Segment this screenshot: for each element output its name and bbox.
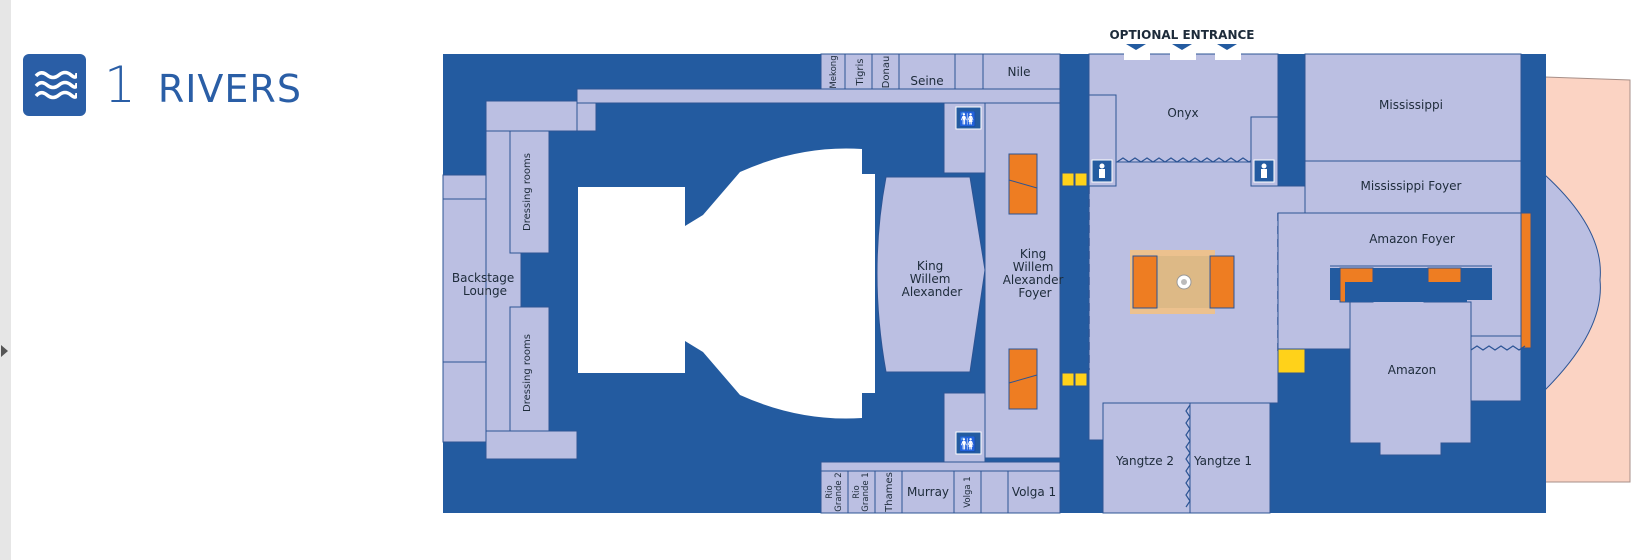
label-dressing-rooms-bottom: Dressing rooms: [522, 334, 533, 412]
deck-number: 1: [104, 56, 136, 114]
waves-icon: [23, 54, 86, 116]
elevator-icon: [1061, 172, 1306, 387]
expand-arrow-icon[interactable]: [1, 345, 8, 357]
label-dressing-rooms-top: Dressing rooms: [522, 153, 533, 231]
label-kwa: King Willem Alexander: [902, 259, 963, 299]
label-amazon: Amazon: [1388, 363, 1437, 377]
label-rio-grande-1-line1: Rio: [852, 485, 862, 498]
deck-title: RIVERS: [157, 67, 302, 111]
optional-entrance-label: OPTIONAL ENTRANCE: [1109, 28, 1254, 42]
room-rio-grande-1[interactable]: [847, 470, 876, 514]
restroom-icon: 🚻 🚻: [955, 106, 982, 455]
entrance-markers: [1124, 44, 1241, 60]
room-yangtze-1[interactable]: [1189, 402, 1271, 514]
svg-text:🚻: 🚻: [959, 436, 976, 453]
label-amazon-foyer: Amazon Foyer: [1369, 232, 1455, 246]
label-thames: Thames: [884, 472, 895, 513]
label-yangtze-1: Yangtze 1: [1193, 454, 1252, 468]
label-nile: Nile: [1007, 65, 1030, 79]
sidebar-strip: [0, 0, 11, 560]
label-mekong: Mekong: [829, 55, 839, 88]
room-mississippi[interactable]: [1304, 53, 1522, 162]
room-donau[interactable]: [871, 53, 900, 90]
room-seine[interactable]: [898, 53, 956, 90]
room-volga-1[interactable]: [1007, 470, 1061, 514]
label-mississippi: Mississippi: [1379, 98, 1443, 112]
label-volga-1: Volga 1: [1012, 485, 1056, 499]
label-seine: Seine: [910, 74, 943, 88]
label-volga-1-small: Volga 1: [963, 476, 973, 507]
person-icon: [1091, 159, 1275, 183]
room-tigris[interactable]: [844, 53, 873, 90]
label-kwa-foyer: King Willem Alexander Foyer: [1003, 247, 1068, 300]
label-rio-grande-1-line2: Grande 1: [861, 472, 871, 511]
stage: [578, 148, 875, 419]
king-willem-alexander-theatre[interactable]: [876, 176, 986, 373]
label-backstage-lounge: Backstage Lounge: [452, 271, 518, 298]
label-rio-grande-2-line1: Rio: [825, 485, 835, 498]
label-donau: Donau: [881, 56, 892, 89]
bow-area: [1544, 173, 1601, 392]
room-thames[interactable]: [874, 470, 903, 514]
mississippi-foyer[interactable]: [1304, 160, 1522, 214]
dressing-rooms-top[interactable]: [509, 130, 550, 254]
dressing-rooms-bottom[interactable]: [509, 306, 550, 432]
deck-header: 1 RIVERS: [23, 54, 302, 116]
staircase-icon: [1008, 153, 1038, 410]
info-desk-icon: [1130, 250, 1235, 314]
room-yangtze-2[interactable]: [1102, 402, 1191, 514]
label-rio-grande-2-line2: Grande 2: [834, 472, 844, 511]
room-rio-grande-2[interactable]: [820, 470, 849, 514]
divider-onyx: [1116, 157, 1262, 163]
label-yangtze-2: Yangtze 2: [1115, 454, 1174, 468]
svg-text:🚻: 🚻: [959, 111, 976, 128]
label-onyx: Onyx: [1167, 106, 1198, 120]
room-nile[interactable]: [982, 53, 1061, 90]
label-murray: Murray: [907, 485, 949, 499]
label-tigris: Tigris: [855, 58, 866, 86]
room-mekong[interactable]: [820, 53, 846, 90]
label-mississippi-foyer: Mississippi Foyer: [1361, 179, 1462, 193]
stairs-right: [1520, 212, 1532, 349]
room-murray[interactable]: [901, 470, 955, 514]
room-onyx[interactable]: [1088, 53, 1279, 163]
